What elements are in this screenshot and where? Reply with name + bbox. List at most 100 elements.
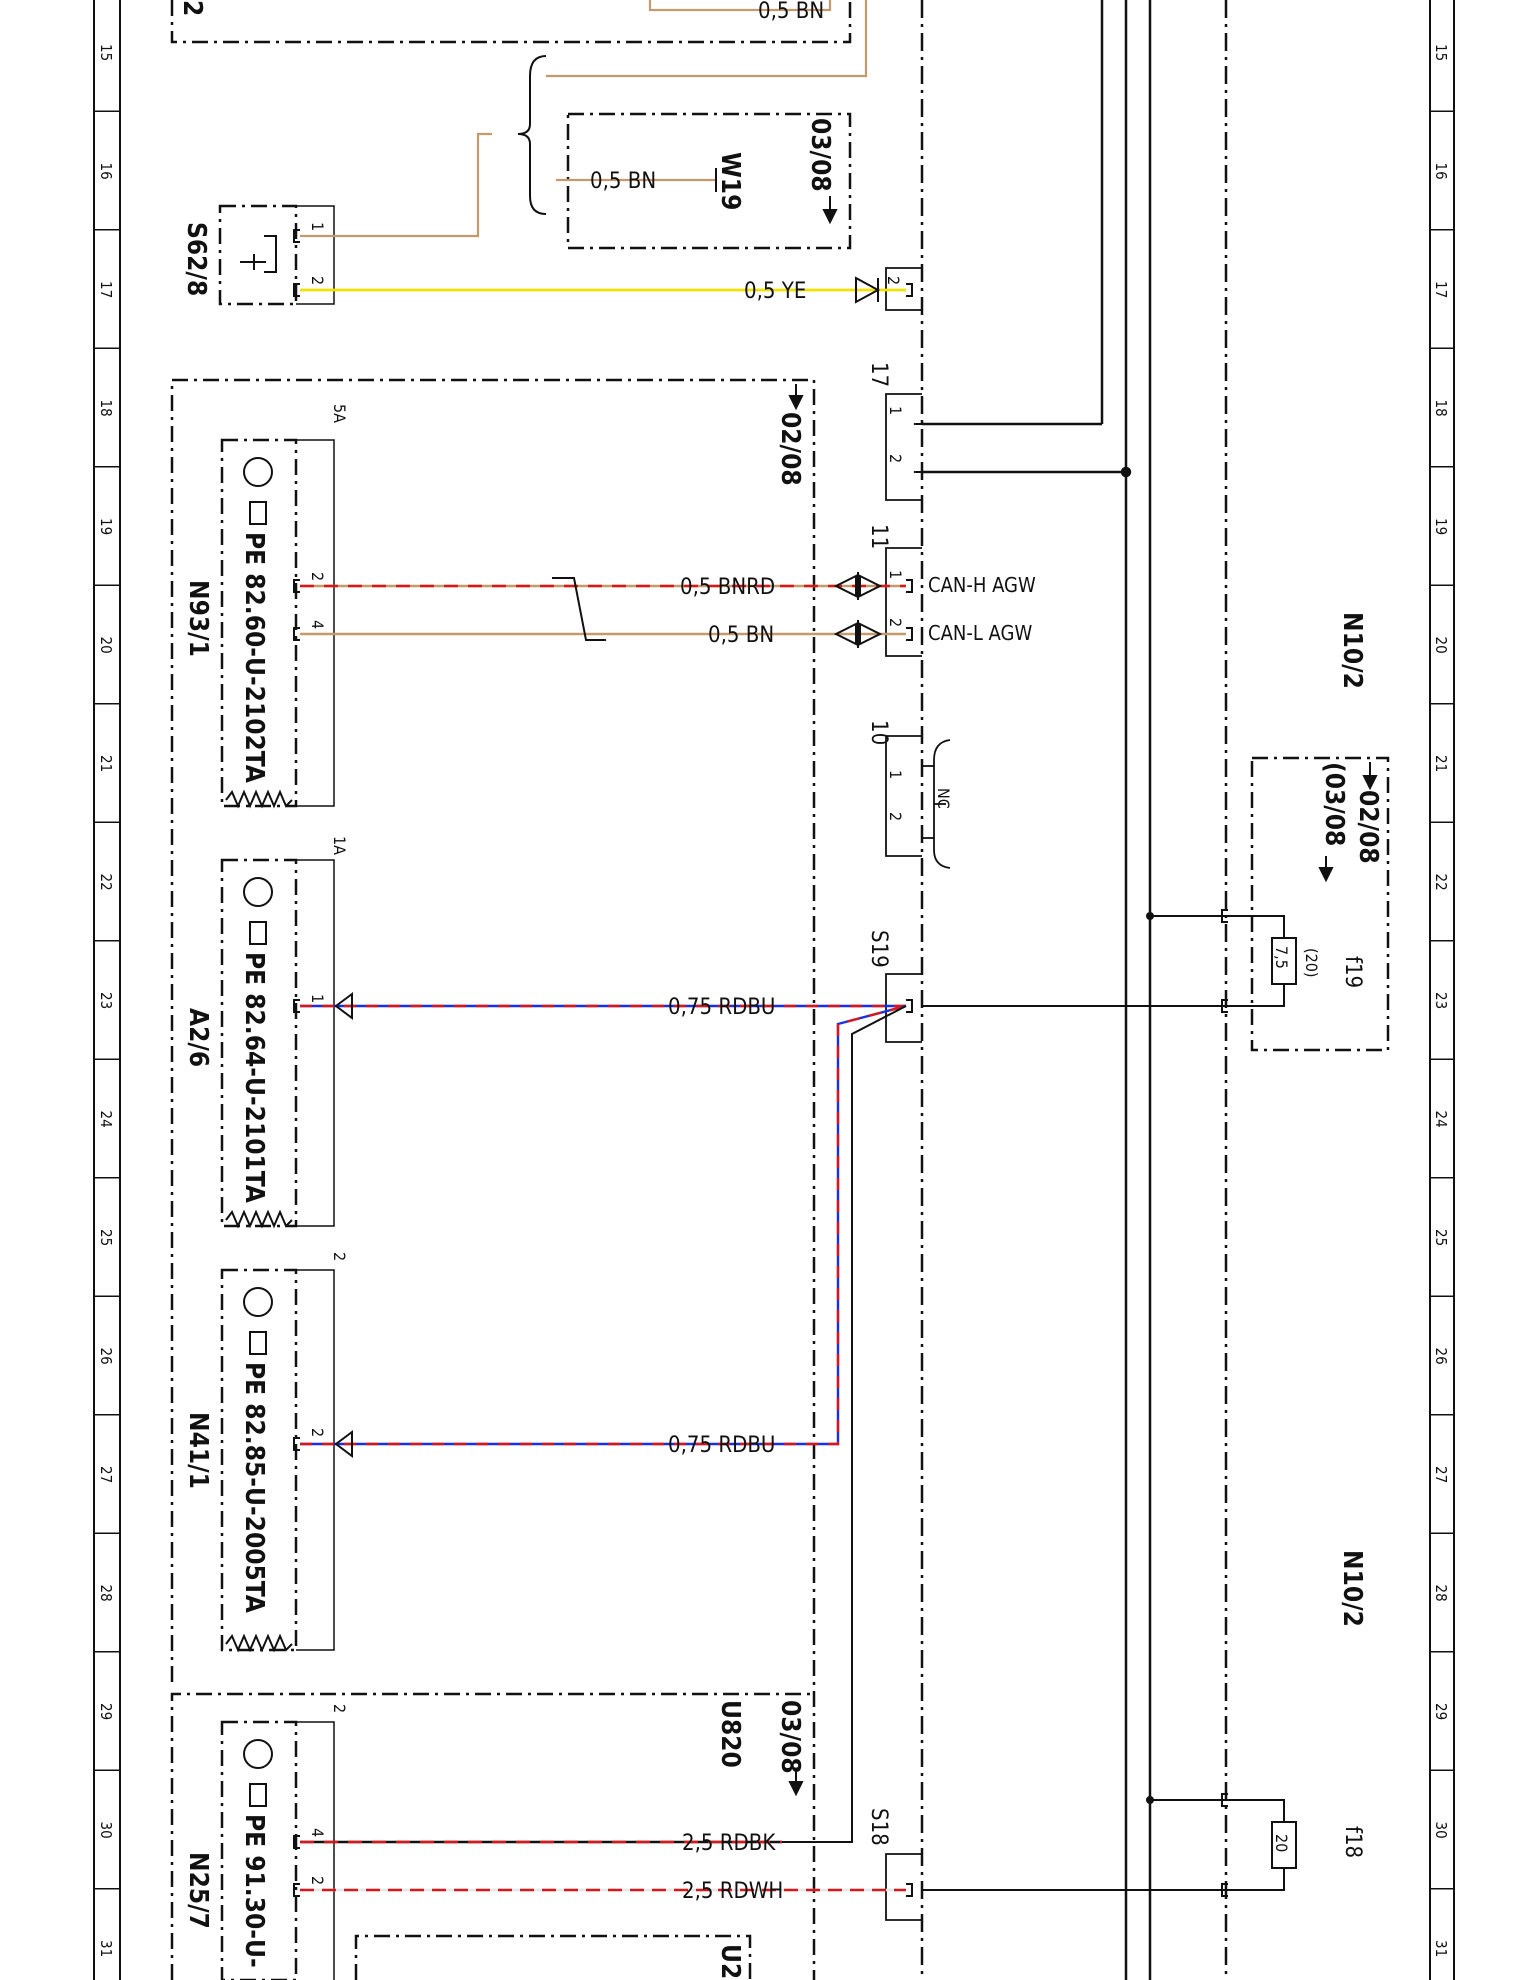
wire-set: [300, 0, 1228, 1892]
grid-label-right: 23: [1432, 992, 1450, 1009]
label-wire-bn: 0,5 BN: [708, 623, 774, 648]
fuse-f18-value: 20: [1272, 1834, 1291, 1852]
pin-c17-1: 1: [886, 406, 905, 415]
grid-label-left: 16: [97, 163, 115, 180]
component-glyphs: [225, 55, 547, 1807]
label-wire-top-bn: 0,5 BN: [758, 0, 824, 24]
grid-label-left: 30: [97, 1822, 115, 1839]
wire-top-bn-brace: [546, 0, 868, 78]
label-s62-8: S62/8: [181, 222, 211, 296]
pin-n25-2: 2: [308, 1876, 327, 1885]
ref-0308-u820: 03/08: [775, 1700, 805, 1774]
grid-label-right: 30: [1432, 1822, 1450, 1839]
pin-s62-2: 2: [308, 276, 327, 285]
pin-n41-2: 2: [308, 1428, 327, 1437]
label-n25-7: N25/7: [183, 1852, 213, 1929]
fuses: [1228, 915, 1297, 1891]
label-c10: 10: [866, 720, 891, 745]
pin-n93-5a: 5A: [330, 404, 349, 423]
label-wire-w19-bn: 0,5 BN: [590, 169, 656, 194]
grid-label-right: 19: [1432, 518, 1450, 535]
label-wire-rdwh: 2,5 RDWH: [682, 1879, 783, 1904]
label-top-partial: 2: [177, 0, 207, 16]
grid-ticks: [94, 110, 1454, 1890]
label-w19: W19: [715, 152, 745, 210]
wire-s62-bn: [300, 132, 492, 238]
pin-a26-1: 1: [308, 994, 327, 1003]
grid-label-right: 17: [1432, 281, 1450, 298]
component-brackets: [296, 205, 335, 1980]
pin-ye-2: 2: [884, 276, 903, 285]
grid-label-right: 31: [1432, 1940, 1450, 1957]
grid-label-right: 18: [1432, 400, 1450, 417]
pin-n25-top: 2: [330, 1704, 349, 1713]
label-can-h: CAN-H AGW: [928, 573, 1036, 597]
label-c11: 11: [866, 524, 891, 549]
label-wire-rdbk: 2,5 RDBK: [682, 1831, 776, 1856]
pin-s62-1: 1: [308, 222, 327, 231]
grid-label-left: 15: [97, 44, 115, 61]
ref-0308-f19: (03/08: [1319, 762, 1349, 846]
fuse-f19-sub: (20): [1302, 948, 1321, 978]
grid-label-left: 18: [97, 400, 115, 417]
pin-n25-4: 4: [308, 1828, 327, 1837]
label-wire-bnrd: 0,5 BNRD: [680, 575, 775, 600]
grid-label-right: 28: [1432, 1585, 1450, 1602]
grid-label-left: 28: [97, 1585, 115, 1602]
pe-a2-6: PE 82.64-U-2101TA: [239, 952, 269, 1203]
grid-label-right: 29: [1432, 1703, 1450, 1720]
grid-label-right: 25: [1432, 1229, 1450, 1246]
wire-top-bn: [648, 0, 832, 12]
twist-marker: [552, 577, 606, 641]
grid-label-left: 29: [97, 1703, 115, 1720]
label-n10-2-a: N10/2: [1337, 612, 1367, 689]
grid-label-left: 23: [97, 992, 115, 1009]
grid-label-right: 26: [1432, 1348, 1450, 1365]
grid-strip-left: [93, 0, 121, 1980]
pin-c11-2: 2: [886, 618, 905, 627]
wire-rdbu-2-stripe: [300, 1004, 907, 1446]
label-u820: U820: [715, 1700, 745, 1768]
label-a2-6: A2/6: [183, 1008, 213, 1067]
ecu-rails: [920, 0, 1228, 1980]
grid-label-right: 20: [1432, 637, 1450, 654]
pe-n93-1: PE 82.60-U-2102TA: [239, 532, 269, 783]
grid-strip-right: [1429, 0, 1455, 1980]
pe-n41-1: PE 82.85-U-2005TA: [239, 1362, 269, 1613]
grid-label-left: 17: [97, 281, 115, 298]
label-n93-1: N93/1: [183, 580, 213, 657]
component-boxes: [170, 0, 1390, 1980]
label-n10-2-b: N10/2: [1337, 1550, 1367, 1627]
grid-label-left: 22: [97, 874, 115, 891]
ref-arrows: [788, 196, 1378, 1797]
grid-label-left: 31: [97, 1940, 115, 1957]
label-s18: S18: [866, 1808, 891, 1846]
grid-label-right: 21: [1432, 755, 1450, 772]
pin-a26-1a: 1A: [330, 836, 349, 855]
pin-c17-2: 2: [886, 454, 905, 463]
grid-label-left: 19: [97, 518, 115, 535]
grid-label-left: 20: [97, 637, 115, 654]
grid-label-right: 24: [1432, 1111, 1450, 1128]
grid-label-left: 24: [97, 1111, 115, 1128]
terminals: [293, 229, 1228, 1897]
fuse-f19-value: 7,5: [1272, 946, 1291, 969]
label-wire-ye: 0,5 YE: [744, 279, 806, 304]
pin-c10-2: 2: [886, 812, 905, 821]
connector-symbols: [334, 276, 883, 1458]
label-wire-rdbu-1: 0,75 RDBU: [668, 995, 775, 1020]
pin-n41-top: 2: [330, 1252, 349, 1261]
label-f18: f18: [1340, 1826, 1365, 1858]
label-wire-rdbu-2: 0,75 RDBU: [668, 1433, 775, 1458]
rotated-labels: S62/8 W19 03/08 02/08 N93/1 PE 82.60-U-2…: [177, 0, 1383, 1979]
ref-0308-top: 03/08: [805, 118, 835, 192]
pin-n93-2: 2: [308, 572, 327, 581]
pe-n25-7: PE 91.30-U-: [239, 1814, 269, 1968]
grid-label-left: 26: [97, 1348, 115, 1365]
label-n41-1: N41/1: [183, 1412, 213, 1489]
grid-label-right: 27: [1432, 1466, 1450, 1483]
label-can-l: CAN-L AGW: [928, 621, 1032, 645]
grid-label-left: 27: [97, 1466, 115, 1483]
